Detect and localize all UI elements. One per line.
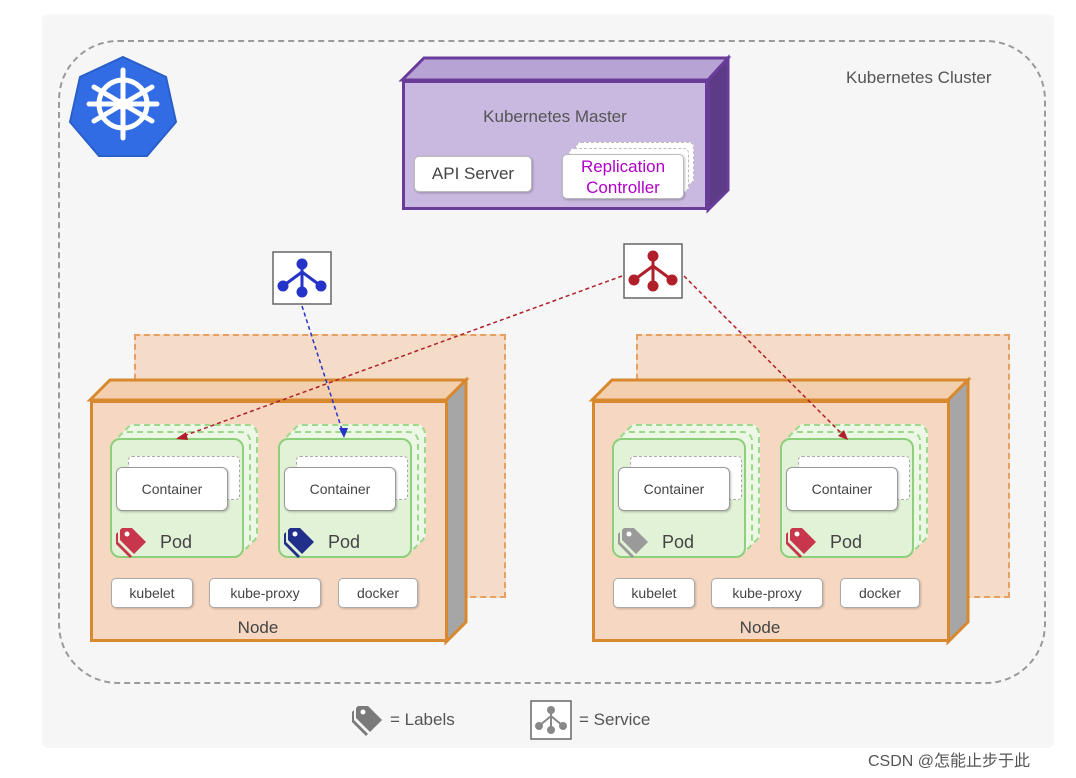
pod-label: Pod — [160, 532, 193, 552]
api-server: API Server — [414, 156, 532, 192]
cluster-boundary — [58, 40, 1046, 684]
service-icon — [272, 251, 332, 305]
pod-label: Pod — [328, 532, 361, 552]
container: Container — [618, 467, 730, 511]
node-label: Node — [237, 618, 279, 637]
legend-service: = Service — [579, 710, 651, 729]
container: Container — [786, 467, 898, 511]
service-connector — [177, 275, 623, 439]
replication-controller: Replication Controller — [562, 154, 684, 199]
container: Container — [284, 467, 396, 511]
kubelet-agent: kubelet — [613, 578, 695, 608]
tag-icon — [352, 706, 382, 736]
service-connector — [301, 305, 345, 437]
tag-icon — [618, 528, 648, 558]
kube-proxy-agent: kube-proxy — [711, 578, 823, 608]
service-icon — [623, 243, 683, 299]
replication-controller-line2: Controller — [586, 177, 660, 197]
service-icon — [530, 700, 572, 740]
kube-proxy-agent: kube-proxy — [209, 578, 321, 608]
node-label: Node — [739, 618, 781, 637]
container: Container — [116, 467, 228, 511]
tag-icon — [786, 528, 816, 558]
replication-controller-line1: Replication — [580, 156, 666, 176]
arrow-head — [339, 428, 348, 438]
kubelet-agent: kubelet — [111, 578, 193, 608]
docker-agent: docker — [338, 578, 418, 608]
pod-label: Pod — [662, 532, 695, 552]
tag-icon — [284, 528, 314, 558]
master-title: Kubernetes Master — [483, 107, 627, 126]
tag-icon — [116, 528, 146, 558]
legend-labels: = Labels — [390, 710, 455, 729]
cluster-label: Kubernetes Cluster — [846, 68, 992, 87]
docker-agent: docker — [840, 578, 920, 608]
watermark: CSDN @怎能止步于此 — [868, 753, 1031, 770]
service-connector — [683, 275, 847, 439]
pod-label: Pod — [830, 532, 863, 552]
arrow-head — [838, 430, 848, 440]
arrow-head — [176, 432, 188, 440]
